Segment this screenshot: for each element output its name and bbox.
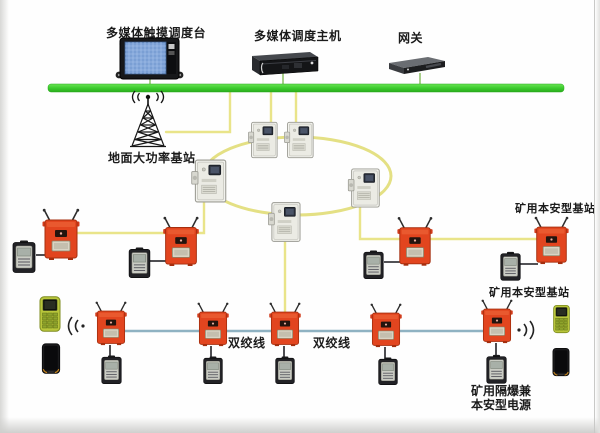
power-supply-box-icon: [274, 356, 296, 385]
ring-node-station-icon: [248, 121, 278, 159]
label-safe-station-lower: 矿用本安型基站: [489, 287, 570, 299]
network-gateway-icon: [386, 54, 448, 75]
radio-waves-right-icon: [512, 316, 540, 344]
label-touch-console: 多媒体触摸调度台: [106, 26, 207, 40]
power-supply-box-icon: [485, 354, 508, 385]
mine-safe-base-station-icon: [161, 216, 201, 266]
mine-handset-icon: [38, 296, 62, 332]
label-ground-station: 地面大功率基站: [108, 151, 196, 165]
wired-handset-icon: [499, 251, 522, 282]
photo-edge-bottom: [0, 417, 600, 433]
label-safe-station-upper: 矿用本安型基站: [515, 203, 596, 215]
wired-handset-icon: [10, 240, 38, 274]
mine-handset-icon: [552, 303, 571, 335]
ring-node-station-icon: [268, 199, 301, 245]
label-power-supply: 矿用隔爆兼 本安型电源: [471, 384, 531, 412]
label-twisted-pair-right: 双绞线: [313, 336, 351, 350]
label-power-supply-line1: 矿用隔爆兼: [471, 384, 532, 398]
mine-safe-base-station-icon: [94, 300, 128, 346]
ethernet-bus-line: [47, 83, 565, 93]
power-supply-box-icon: [100, 355, 123, 385]
radio-waves-left-icon: [62, 312, 90, 340]
mine-smartphone-icon: [552, 346, 570, 378]
photo-edge-line: [594, 0, 595, 433]
label-dispatch-host: 多媒体调度主机: [254, 29, 342, 43]
mine-safe-base-station-icon: [396, 216, 434, 266]
mine-safe-base-station-icon: [268, 301, 302, 347]
wired-handset-icon: [127, 247, 152, 279]
label-power-supply-line2: 本安型电源: [471, 398, 532, 412]
label-gateway: 网关: [398, 31, 424, 45]
ring-node-station-icon: [284, 121, 314, 159]
ring-node-station-icon: [346, 168, 382, 208]
ring-node-station-icon: [191, 159, 227, 203]
rack-server-icon: [248, 50, 320, 76]
wired-handset-icon: [362, 250, 385, 280]
touchscreen-console-icon: [112, 37, 187, 82]
mine-safe-base-station-icon: [369, 302, 403, 348]
label-twisted-pair-left: 双绞线: [228, 336, 266, 350]
power-supply-box-icon: [202, 356, 224, 385]
mine-safe-base-station-icon: [41, 208, 81, 260]
mine-safe-base-station-icon: [480, 298, 514, 344]
fiber-branch-lines: [75, 90, 540, 314]
mine-smartphone-icon: [41, 343, 61, 374]
mine-safe-base-station-icon: [196, 301, 230, 347]
photo-edge-left: [0, 0, 9, 433]
photo-edge-right: [595, 0, 600, 433]
mine-safe-base-station-icon: [533, 215, 570, 265]
radio-tower-icon: [122, 88, 174, 152]
power-supply-box-icon: [377, 357, 399, 386]
